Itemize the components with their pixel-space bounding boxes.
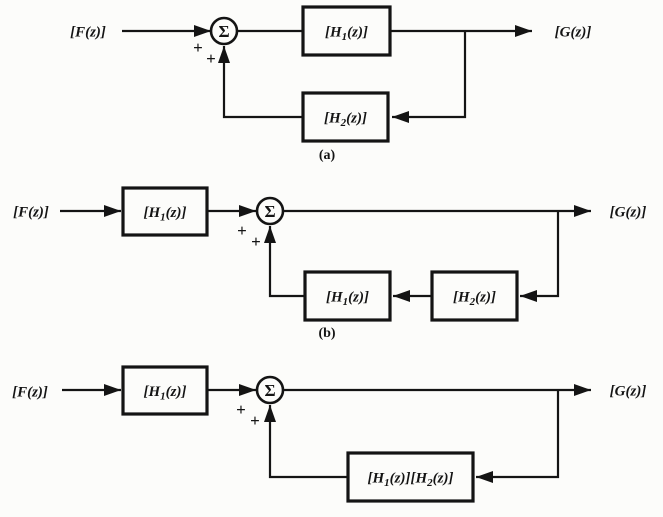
block-h1-feedback-label: [H1(z)] <box>326 289 369 308</box>
sum-junction-circle <box>255 196 285 226</box>
output-label: [G(z)] <box>610 383 647 399</box>
output-arrow-arrowhead <box>515 25 532 37</box>
branch-to-h2-arrow-arrowhead <box>392 111 409 123</box>
h2-to-sum-arrow <box>222 46 303 119</box>
plus-sign-upper: + <box>236 400 246 419</box>
block-h1-main-label: [H1(z)] <box>144 205 187 224</box>
block-h1-main: [H1(z)] <box>121 365 209 416</box>
block-h1-box <box>301 5 392 57</box>
branch-to-h2-arrow-arrowhead <box>520 290 537 302</box>
block-h2-label: [H2(z)] <box>324 110 367 129</box>
diagram-b: [H1(z)] [H1(z)] [H2(z)] Σ [F(z)] [G(z)] ++ (b) <box>13 186 647 341</box>
h2-to-h1-arrow-arrowhead <box>393 290 410 302</box>
block-h1-feedback: [H1(z)] <box>303 270 392 322</box>
h1-to-sum-feedback-arrow <box>268 226 305 298</box>
output-label: [G(z)] <box>555 24 592 40</box>
block-h1-main: [H1(z)] <box>121 186 209 237</box>
h1-to-sum-arrow-arrowhead <box>239 384 256 396</box>
output-arrow-arrowhead <box>574 384 591 396</box>
input-label: [F(z)] <box>12 384 48 400</box>
input-arrow-arrowhead <box>194 25 211 37</box>
block-h1-main-box <box>121 365 209 416</box>
block-h1h2-feedback-label: [H1(z)][H2(z)] <box>368 470 454 489</box>
block-h1-feedback-box <box>303 270 392 322</box>
branch-to-h1h2-arrow <box>476 390 560 479</box>
h1-to-sum-arrow-arrowhead <box>239 205 256 217</box>
output-label: [G(z)] <box>610 204 647 220</box>
diagram-a: [H1(z)] [H2(z)] Σ [F(z)] [G(z)] ++ (a) <box>70 5 592 163</box>
plus-sign-lower: + <box>251 232 261 251</box>
sum-junction: Σ <box>255 196 285 226</box>
block-h1-label: [H1(z)] <box>325 24 368 43</box>
block-h2-feedback: [H2(z)] <box>430 270 519 322</box>
sigma-symbol: Σ <box>218 22 229 41</box>
diagram-c: [H1(z)] [H1(z)][H2(z)] Σ [F(z)] [G(z)] ++ <box>12 365 647 503</box>
plus-sign-lower: + <box>250 411 260 430</box>
plus-sign-upper: + <box>237 221 247 240</box>
block-h2: [H2(z)] <box>301 91 390 143</box>
input-arrow-arrowhead <box>104 205 121 217</box>
sum-junction: Σ <box>209 16 239 46</box>
h1h2-to-sum-arrow <box>268 405 348 479</box>
block-h2-feedback-box <box>430 270 519 322</box>
block-h1-main-label: [H1(z)] <box>144 384 187 403</box>
block-h2-box <box>301 91 390 143</box>
input-label: [F(z)] <box>70 24 106 40</box>
caption-b: (b) <box>318 326 335 341</box>
sigma-symbol: Σ <box>264 202 275 221</box>
sum-junction-circle <box>209 16 239 46</box>
block-h1-main-box <box>121 186 209 237</box>
h1h2-to-sum-arrow-arrowhead <box>264 405 276 422</box>
branch-to-h2-arrow <box>392 31 467 119</box>
caption-a: (a) <box>319 148 336 163</box>
plus-sign-lower: + <box>206 49 216 68</box>
plus-sign-upper: + <box>193 38 203 57</box>
output-arrow-arrowhead <box>574 205 591 217</box>
h1-to-sum-feedback-arrow-arrowhead <box>264 226 276 243</box>
sum-junction-circle <box>255 375 285 405</box>
input-arrow-arrowhead <box>104 384 121 396</box>
sum-junction: Σ <box>255 375 285 405</box>
h2-to-sum-arrow-arrowhead <box>218 46 230 63</box>
sigma-symbol: Σ <box>264 381 275 400</box>
block-h1h2-feedback-box <box>346 451 475 503</box>
branch-to-h1h2-arrow-arrowhead <box>476 471 493 483</box>
block-h1: [H1(z)] <box>301 5 392 57</box>
input-label: [F(z)] <box>13 204 49 220</box>
block-h2-feedback-label: [H2(z)] <box>453 289 496 308</box>
block-h1h2-feedback: [H1(z)][H2(z)] <box>346 451 475 503</box>
